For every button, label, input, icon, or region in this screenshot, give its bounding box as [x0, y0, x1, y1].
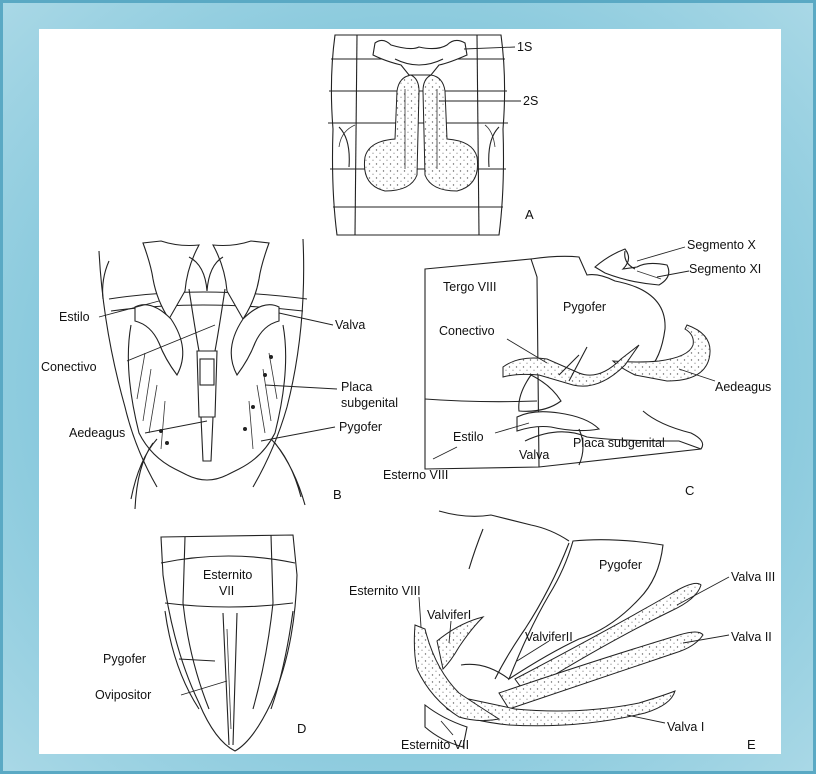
label-esternito-line1: Esternito: [203, 568, 252, 582]
panel-e: Pygofer Valva III Esternito VIII Valvife…: [349, 511, 775, 752]
panel-c-letter: C: [685, 483, 694, 498]
label-pygofer-d: Pygofer: [103, 652, 146, 666]
panel-e-letter: E: [747, 737, 756, 752]
label-pygofer-e: Pygofer: [599, 558, 642, 572]
label-placa-line2-b: subgenital: [341, 396, 398, 410]
panel-c: Segmento X Segmento XI Tergo VIII Pygofe…: [383, 238, 771, 498]
figure-panel: 1S 2S A: [39, 29, 781, 754]
label-placa-subgenital: Placa subgenital: [573, 436, 665, 450]
panel-b-letter: B: [333, 487, 342, 502]
label-pygofer-c: Pygofer: [563, 300, 606, 314]
label-tergo-viii: Tergo VIII: [443, 280, 497, 294]
label-aedeagus-b: Aedeagus: [69, 426, 125, 440]
panel-a-letter: A: [525, 207, 534, 222]
label-esterno-viii: Esterno VIII: [383, 468, 448, 482]
label-segmento-x: Segmento X: [687, 238, 756, 252]
label-placa-line1-b: Placa: [341, 380, 372, 394]
label-aedeagus-c: Aedeagus: [715, 380, 771, 394]
label-valva-i: Valva I: [667, 720, 704, 734]
label-estilo-c: Estilo: [453, 430, 484, 444]
label-conectivo-b: Conectivo: [41, 360, 97, 374]
panel-d-letter: D: [297, 721, 306, 736]
label-valvifer-i: ValviferI: [427, 608, 471, 622]
panel-d: Esternito VII Pygofer Ovipositor D: [95, 535, 306, 751]
label-valvifer-ii: ValviferII: [525, 630, 573, 644]
panel-a: 1S 2S A: [328, 35, 538, 235]
label-1s: 1S: [517, 40, 532, 54]
panel-b: Estilo Valva Conectivo Placa subgenital …: [41, 239, 398, 509]
label-pygofer-b: Pygofer: [339, 420, 382, 434]
label-segmento-xi: Segmento XI: [689, 262, 761, 276]
label-esternito-line2: VII: [219, 584, 234, 598]
label-valva-ii: Valva II: [731, 630, 772, 644]
anatomy-figure: 1S 2S A: [39, 29, 781, 754]
label-estilo-b: Estilo: [59, 310, 90, 324]
label-conectivo-c: Conectivo: [439, 324, 495, 338]
label-2s: 2S: [523, 94, 538, 108]
label-esternito-viii-e: Esternito VIII: [349, 584, 421, 598]
label-valva-c: Valva: [519, 448, 549, 462]
label-esternito-vii-e: Esternito VII: [401, 738, 469, 752]
label-valva-iii: Valva III: [731, 570, 775, 584]
label-ovipositor: Ovipositor: [95, 688, 151, 702]
label-valva-b: Valva: [335, 318, 365, 332]
